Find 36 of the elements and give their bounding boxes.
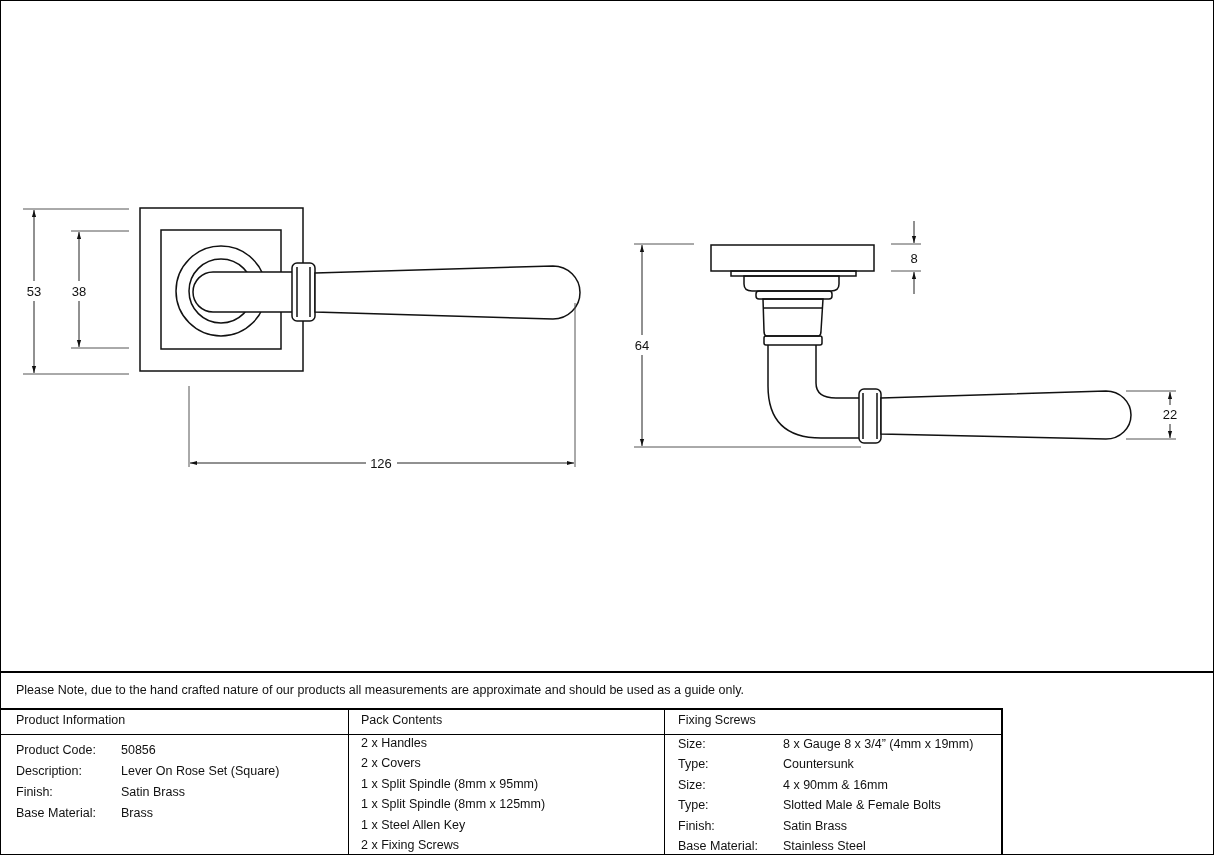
column-header: Pack Contents	[361, 712, 443, 728]
field-label: Base Material:	[678, 838, 758, 854]
dimension-value: 53	[26, 283, 42, 299]
field-value: 8 x Gauge 8 x 3/4” (4mm x 19mm)	[783, 736, 974, 752]
list-item: 2 x Covers	[361, 755, 421, 772]
note-text: Please Note, due to the hand crafted nature of our products all measurements are approximate and should be used as a guide only.	[16, 682, 744, 698]
dimension-value: 22	[1162, 406, 1178, 422]
column-header: Product Information	[16, 712, 126, 728]
field-label: Product Code:	[16, 742, 96, 758]
dimension-value: 126	[370, 455, 392, 471]
field-label: Type:	[678, 797, 709, 814]
field-value: Lever On Rose Set (Square)	[121, 763, 280, 779]
field-label: Size:	[678, 736, 706, 752]
field-label: Size:	[678, 776, 706, 793]
list-item: 2 x Fixing Screws	[361, 837, 459, 853]
field-value: Stainless Steel	[783, 838, 866, 854]
field-value: Brass	[121, 805, 153, 821]
field-value: Satin Brass	[121, 784, 185, 800]
field-value: Slotted Male & Female Bolts	[783, 797, 941, 814]
list-item: 1 x Split Spindle (8mm x 125mm)	[361, 796, 546, 813]
list-item: 1 x Steel Allen Key	[361, 816, 466, 833]
list-item: 1 x Split Spindle (8mm x 95mm)	[361, 775, 539, 792]
column-header: Fixing Screws	[678, 712, 756, 728]
field-label: Finish:	[678, 817, 715, 834]
field-label: Base Material:	[16, 805, 96, 821]
field-label: Finish:	[16, 784, 53, 800]
dimension-value: 38	[71, 283, 87, 299]
field-value: Countersunk	[783, 756, 854, 773]
list-item: 2 x Handles	[361, 735, 427, 751]
field-value: Satin Brass	[783, 817, 847, 834]
field-value: 50856	[121, 742, 156, 758]
dimension-value: 64	[634, 337, 650, 353]
field-value: 4 x 90mm & 16mm	[783, 776, 888, 793]
field-label: Description:	[16, 763, 82, 779]
dimension-value: 8	[910, 250, 918, 266]
field-label: Type:	[678, 756, 709, 773]
